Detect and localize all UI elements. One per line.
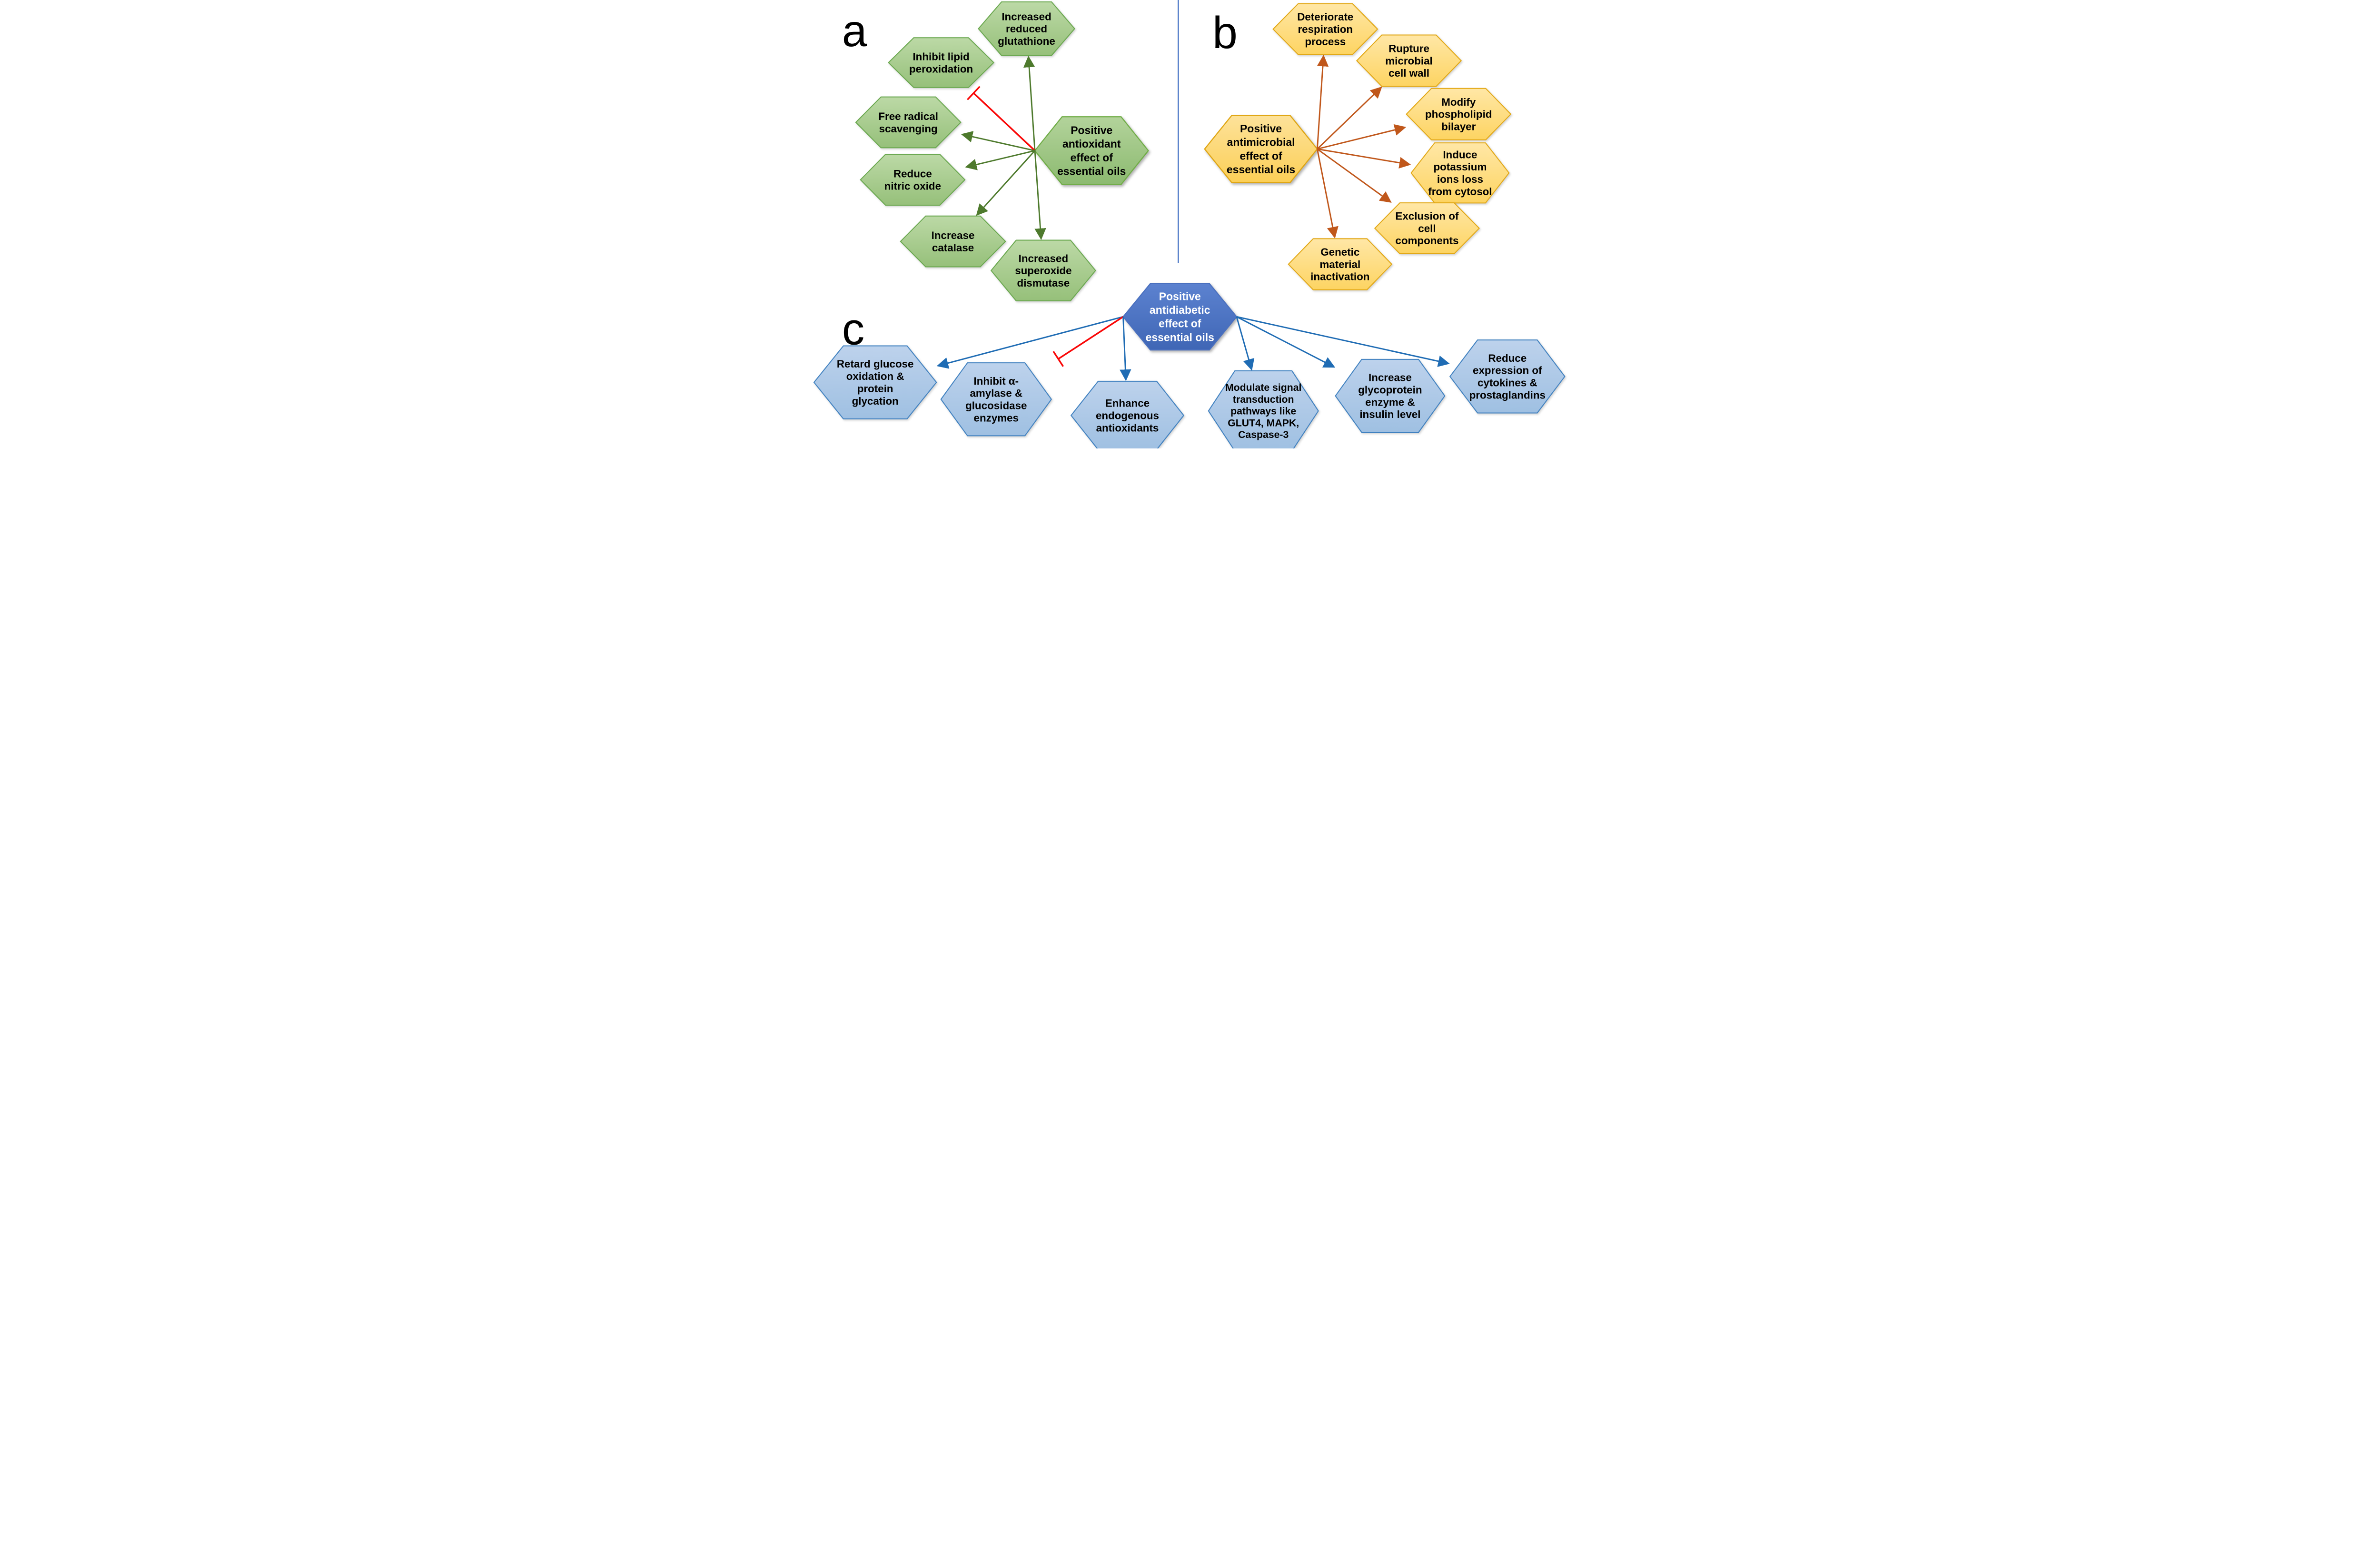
arrow-positive-antidiabetic-effect-of-essential-oils-to-modulate-signal-transduction-pathways xyxy=(1236,316,1255,371)
hexagon-inhibit-lipid-peroxidation xyxy=(888,37,995,88)
hexagon-modify-phospholipid-bilayer xyxy=(1406,88,1512,140)
arrow-positive-antimicrobial-effect-of-essential-oils-to-induce-potassium-ions-loss-from-cytosol xyxy=(1317,148,1411,169)
hexagon-increase-catalase xyxy=(900,215,1006,268)
arrow-positive-antioxidant-effect-of-essential-oils-to-increased-superoxide-dismutase xyxy=(1034,150,1046,240)
hexagon-inhibit-alpha-amylase-glucosidase-enzymes xyxy=(940,362,1052,437)
inhibit-line xyxy=(1058,316,1124,360)
arrow-positive-antimicrobial-effect-of-essential-oils-to-exclusion-of-cell-components xyxy=(1317,148,1392,203)
arrow-positive-antidiabetic-effect-of-essential-oils-to-enhance-endogenous-antioxidants xyxy=(1120,317,1131,381)
hexagon-reduce-nitric-oxide xyxy=(860,154,966,206)
hexagon-increased-reduced-glutathione xyxy=(978,1,1075,56)
hexagon-reduce-expression-cytokines-prostaglandins xyxy=(1449,339,1566,414)
hexagon-enhance-endogenous-antioxidants xyxy=(1070,380,1185,448)
arrow-positive-antidiabetic-effect-of-essential-oils-to-reduce-expression-cytokines-prostaglandins xyxy=(1236,316,1450,367)
arrow-positive-antidiabetic-effect-of-essential-oils-to-retard-glucose-oxidation-protein-glycation xyxy=(936,316,1123,369)
arrow-positive-antimicrobial-effect-of-essential-oils-to-genetic-material-inactivation xyxy=(1316,149,1339,239)
arrow-positive-antimicrobial-effect-of-essential-oils-to-rupture-microbial-cell-wall xyxy=(1317,86,1382,150)
arrow-positive-antioxidant-effect-of-essential-oils-to-increase-catalase xyxy=(976,150,1036,216)
panel-label-a: a xyxy=(842,6,867,56)
inhibit-tbar xyxy=(967,86,981,100)
arrow-positive-antioxidant-effect-of-essential-oils-to-free-radical-scavenging xyxy=(961,131,1035,151)
inhibit-tbar xyxy=(1052,351,1064,367)
inhibit-link-positive-antioxidant-effect-of-essential-oils-to-inhibit-lipid-peroxidation xyxy=(967,86,1036,151)
hexagon-rupture-microbial-cell-wall xyxy=(1356,34,1462,87)
arrow-positive-antimicrobial-effect-of-essential-oils-to-deteriorate-respiration-process xyxy=(1316,54,1329,149)
arrow-positive-antimicrobial-effect-of-essential-oils-to-modify-phospholipid-bilayer xyxy=(1317,124,1407,150)
hexagon-exclusion-of-cell-components xyxy=(1374,202,1480,254)
hexagon-deteriorate-respiration-process xyxy=(1272,3,1378,55)
hexagon-genetic-material-inactivation xyxy=(1288,238,1393,290)
inhibit-link-positive-antidiabetic-effect-of-essential-oils-to-inhibit-alpha-amylase-glucosidase-enzymes xyxy=(1052,316,1124,367)
hexagon-positive-antimicrobial-effect-of-essential-oils xyxy=(1204,115,1318,183)
hexagon-positive-antioxidant-effect-of-essential-oils xyxy=(1034,116,1149,185)
arrow-positive-antidiabetic-effect-of-essential-oils-to-increase-glycoprotein-enzyme-insulin-level xyxy=(1236,316,1336,368)
panel-label-b: b xyxy=(1212,8,1238,58)
arrow-positive-antioxidant-effect-of-essential-oils-to-reduce-nitric-oxide xyxy=(965,150,1035,170)
hexagon-increased-superoxide-dismutase xyxy=(990,239,1096,302)
hexagon-free-radical-scavenging xyxy=(855,96,962,149)
hexagon-increase-glycoprotein-enzyme-insulin-level xyxy=(1335,358,1446,433)
arrow-positive-antioxidant-effect-of-essential-oils-to-increased-reduced-glutathione xyxy=(1023,55,1036,151)
hexagon-retard-glucose-oxidation-protein-glycation xyxy=(813,345,937,419)
inhibit-line xyxy=(973,92,1036,151)
hexagon-modulate-signal-transduction-pathways xyxy=(1208,370,1319,448)
